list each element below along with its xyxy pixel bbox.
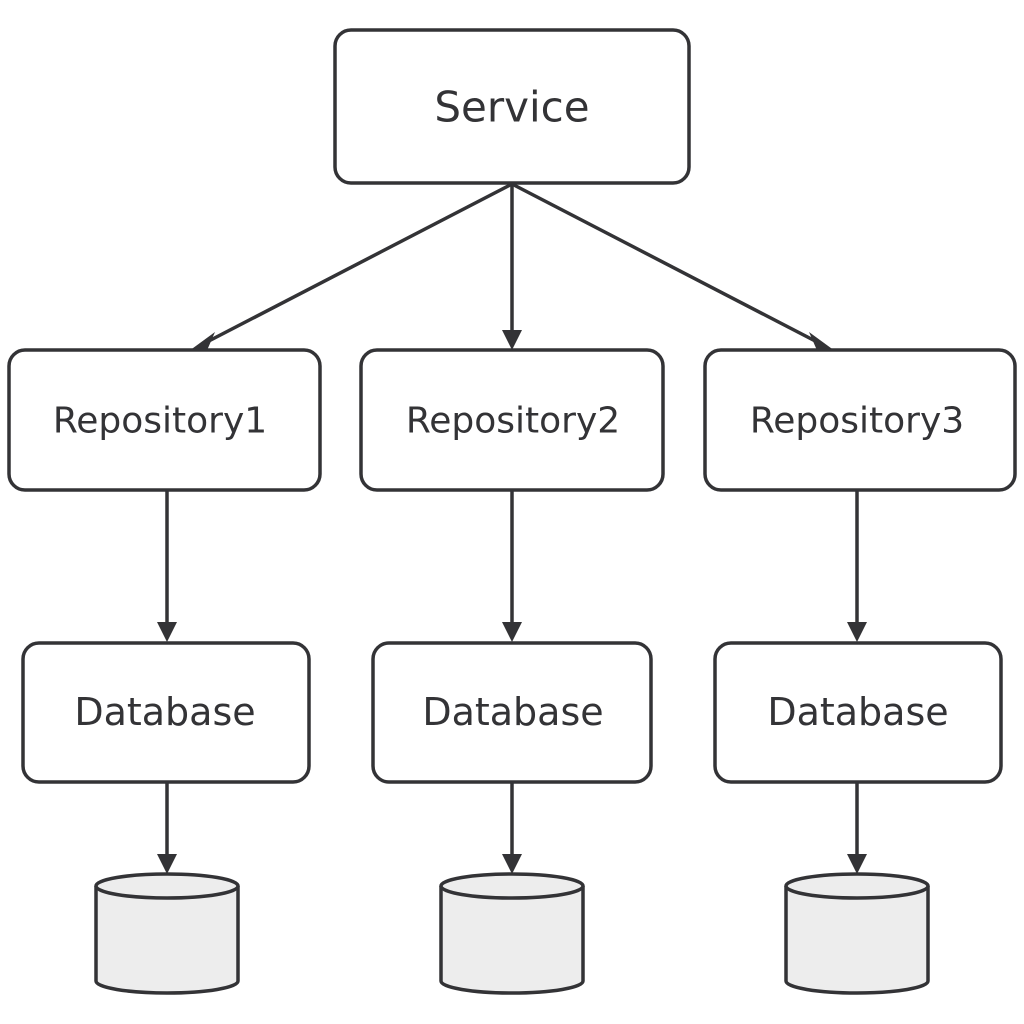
repository1-label: Repository1: [53, 401, 267, 442]
repository3-box[interactable]: [703, 348, 1017, 492]
service-box[interactable]: [333, 28, 691, 185]
arrowhead-service-repository2: [502, 330, 522, 350]
cylinder-1-top: [94, 872, 240, 900]
edge-service-repository1: [202, 182, 513, 346]
database3-label: Database: [767, 690, 948, 734]
cylinder-2-top: [439, 872, 585, 900]
repository-edges: [157, 490, 867, 642]
cylinder-3-top: [784, 872, 930, 900]
database-edges: [157, 782, 867, 874]
arrowhead-repository3-database3: [847, 622, 867, 642]
repository1-node[interactable]: Repository1: [7, 348, 322, 492]
database1-node[interactable]: Database: [21, 641, 311, 784]
repository3-label: Repository3: [750, 401, 964, 442]
database3-box[interactable]: [713, 641, 1003, 784]
database1-box[interactable]: [21, 641, 311, 784]
database3-node[interactable]: Database: [713, 641, 1003, 784]
arrowhead-database3-storage3: [847, 854, 867, 874]
database2-box[interactable]: [371, 641, 653, 784]
cylinder-3-body: [784, 886, 930, 995]
repository2-box[interactable]: [359, 348, 665, 492]
service-label: Service: [434, 83, 589, 132]
cylinder-2-body: [439, 886, 585, 995]
arrowhead-database2-storage2: [502, 854, 522, 874]
repository2-label: Repository2: [406, 401, 620, 442]
edge-service-repository3: [511, 182, 822, 346]
arrowhead-repository1-database1: [157, 622, 177, 642]
database-cylinder-icon: [439, 872, 585, 995]
cylinder-1-body: [94, 886, 240, 995]
arrowhead-database1-storage1: [157, 854, 177, 874]
service-edges: [189, 182, 835, 355]
database-cylinder-icon: [784, 872, 930, 995]
arrowhead-repository2-database2: [502, 622, 522, 642]
repository1-box[interactable]: [7, 348, 322, 492]
database2-label: Database: [422, 690, 603, 734]
database1-label: Database: [74, 690, 255, 734]
repository3-node[interactable]: Repository3: [703, 348, 1017, 492]
service-node[interactable]: Service: [333, 28, 691, 185]
repository2-node[interactable]: Repository2: [359, 348, 665, 492]
database2-node[interactable]: Database: [371, 641, 653, 784]
database-cylinder-icon: [94, 872, 240, 995]
